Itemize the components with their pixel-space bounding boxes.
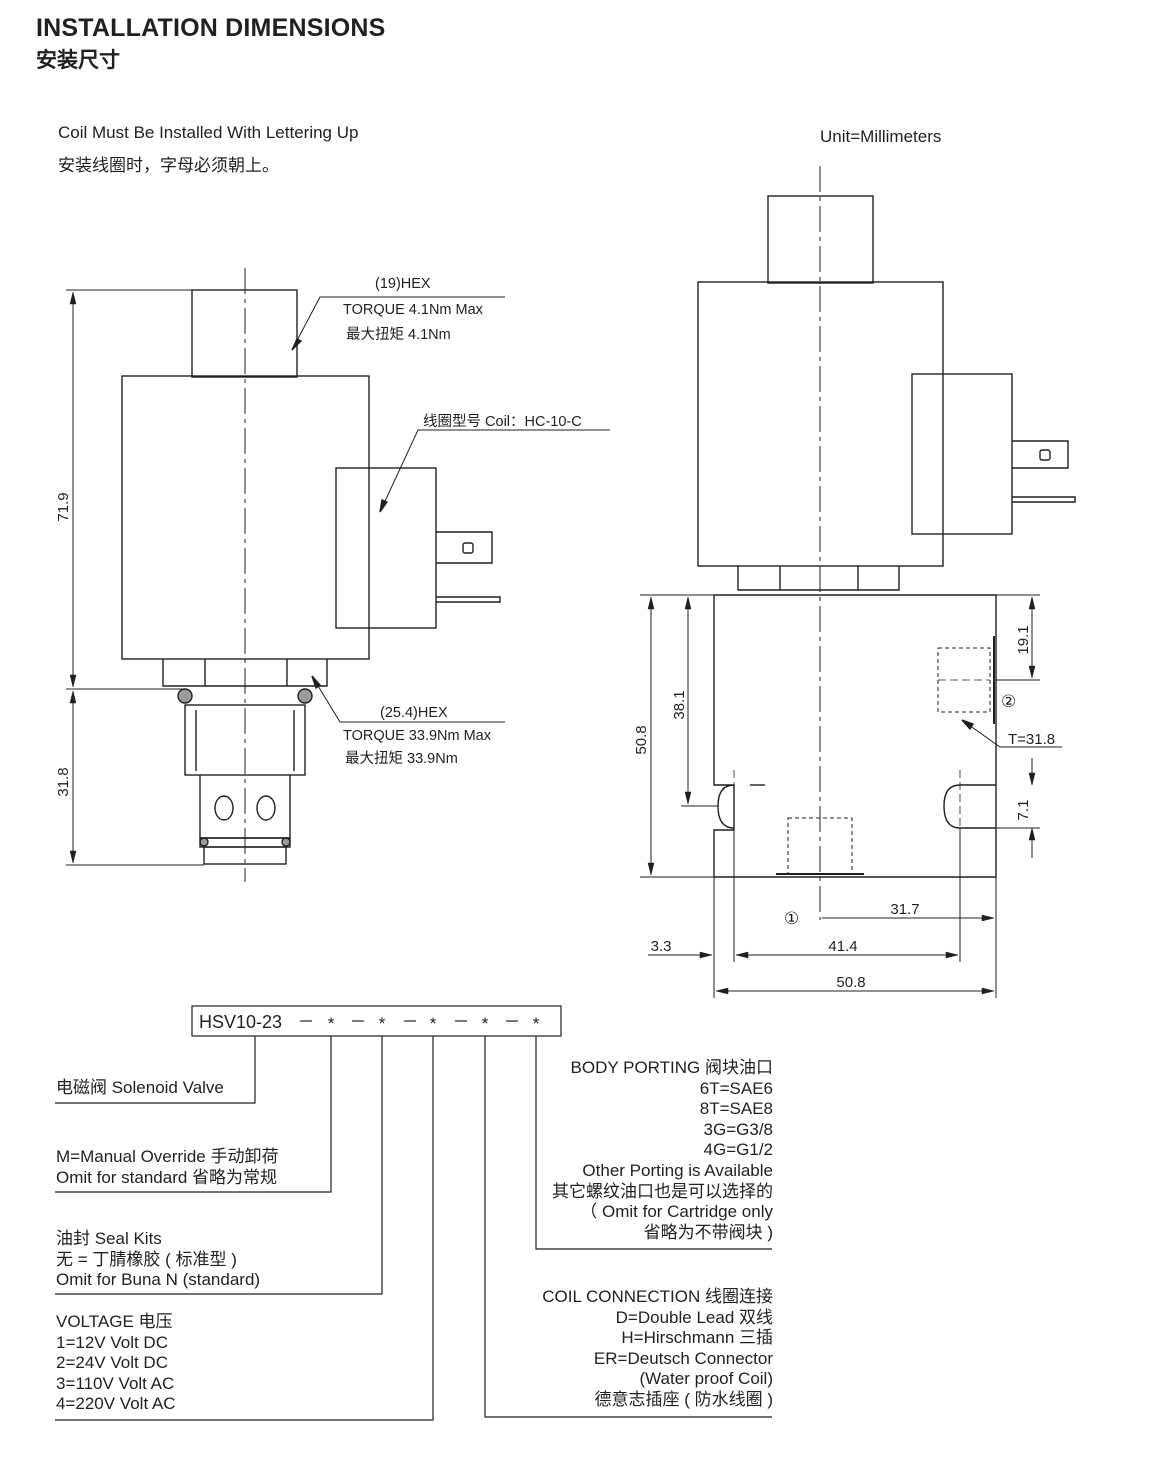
seal-kits-line: 无 = 丁腈橡胶 ( 标准型 ): [56, 1249, 237, 1269]
voltage-line: 2=24V Volt DC: [56, 1353, 168, 1373]
body-porting-block: BODY PORTING 阀块油口 6T=SAE6 8T=SAE8 3G=G3/…: [552, 1058, 773, 1243]
page-title: INSTALLATION DIMENSIONS: [36, 14, 386, 42]
torque-top-label: TORQUE 4.1Nm Max: [343, 302, 483, 318]
dim-cartridge-length: 31.8: [55, 767, 72, 796]
solenoid-valve-label: 电磁阀 Solenoid Valve: [56, 1078, 224, 1097]
torque-bottom-label-cn: 最大扭矩 33.9Nm: [345, 751, 458, 767]
voltage-line: VOLTAGE 电压: [56, 1312, 173, 1331]
coil-install-note-cn: 安装线圈时，字母必须朝上。: [58, 156, 279, 175]
body-porting-line: BODY PORTING 阀块油口: [570, 1058, 773, 1077]
code-slot-voltage: *: [430, 1014, 437, 1033]
torque-bottom-label: TORQUE 33.9Nm Max: [343, 728, 491, 744]
code-slot-seal-kits: *: [379, 1014, 386, 1033]
port-1-label: ①: [784, 909, 799, 928]
manual-override-block: M=Manual Override 手动卸荷 Omit for standard…: [56, 1147, 278, 1188]
body-porting-line: 6T=SAE6: [699, 1078, 773, 1098]
dim-edge-offset: 3.3: [651, 938, 672, 955]
coil-connection-line: H=Hirschmann 三插: [621, 1328, 773, 1348]
port-2-label: ②: [1001, 692, 1016, 711]
side-view-drawing: 71.9 31.8: [55, 268, 610, 882]
coil-install-note: Coil Must Be Installed With Lettering Up: [58, 123, 359, 142]
voltage-line: 4=220V Volt AC: [56, 1394, 176, 1414]
coil-connection-line: D=Double Lead 双线: [615, 1307, 773, 1327]
model-code: HSV10-23: [199, 1012, 282, 1032]
dim-port1-x: 31.7: [890, 901, 919, 918]
dim-slot-width: 7.1: [1015, 800, 1032, 821]
dim-port2-offset: 19.1: [1015, 625, 1032, 654]
body-porting-line: Other Porting is Available: [582, 1160, 773, 1180]
voltage-line: 3=110V Volt AC: [56, 1373, 175, 1393]
manual-override-line: Omit for standard 省略为常规: [56, 1167, 278, 1187]
voltage-block: VOLTAGE 电压 1=12V Volt DC 2=24V Volt DC 3…: [56, 1312, 176, 1415]
page-title-cn: 安装尺寸: [36, 49, 120, 72]
body-porting-line: 4G=G1/2: [703, 1140, 773, 1160]
coil-model-label: 线圈型号 Coil：HC-10-C: [423, 414, 582, 430]
coil-connection-line: 德意志插座 ( 防水线圈 ): [594, 1389, 774, 1409]
seal-kits-block: 油封 Seal Kits 无 = 丁腈橡胶 ( 标准型 ) Omit for B…: [56, 1229, 260, 1291]
unit-note: Unit=Millimeters: [820, 127, 942, 146]
seal-kits-line: Omit for Buna N (standard): [56, 1270, 261, 1290]
dim-overall-height: 71.9: [55, 492, 72, 521]
code-slot-coil-connection: *: [482, 1014, 489, 1033]
voltage-line: 1=12V Volt DC: [56, 1332, 168, 1352]
hex-top-label: (19)HEX: [375, 276, 431, 292]
body-porting-line: （ Omit for Cartridge only: [580, 1202, 773, 1222]
hex-bottom-label: (25.4)HEX: [380, 705, 448, 721]
body-porting-line: 省略为不带阀块 ): [643, 1222, 773, 1242]
manual-override-line: M=Manual Override 手动卸荷: [56, 1147, 279, 1166]
body-porting-line: 8T=SAE8: [699, 1099, 773, 1119]
dim-block-width: 50.8: [836, 974, 865, 991]
dim-slot-spacing: 41.4: [828, 938, 857, 955]
torque-top-label-cn: 最大扭矩 4.1Nm: [346, 327, 451, 343]
front-view-drawing: 50.8 38.1 19.1 7.1 T=31.8 ① ② 31.7 41.4 …: [633, 166, 1076, 998]
dim-port-depth: 38.1: [671, 690, 688, 719]
seal-kits-line: 油封 Seal Kits: [56, 1229, 162, 1248]
dim-block-height: 50.8: [633, 725, 650, 754]
coil-connection-line: (Water proof Coil): [639, 1369, 773, 1389]
body-porting-line: 3G=G3/8: [703, 1119, 773, 1139]
code-slot-body-porting: *: [533, 1014, 540, 1033]
dim-block-thickness: T=31.8: [1008, 731, 1055, 748]
coil-connection-line: ER=Deutsch Connector: [593, 1348, 773, 1368]
coil-connection-block: COIL CONNECTION 线圈连接 D=Double Lead 双线 H=…: [542, 1287, 773, 1411]
code-slot-manual-override: *: [328, 1014, 335, 1033]
body-porting-line: 其它螺纹油口也是可以选择的: [552, 1181, 773, 1201]
coil-connection-line: COIL CONNECTION 线圈连接: [542, 1287, 773, 1306]
